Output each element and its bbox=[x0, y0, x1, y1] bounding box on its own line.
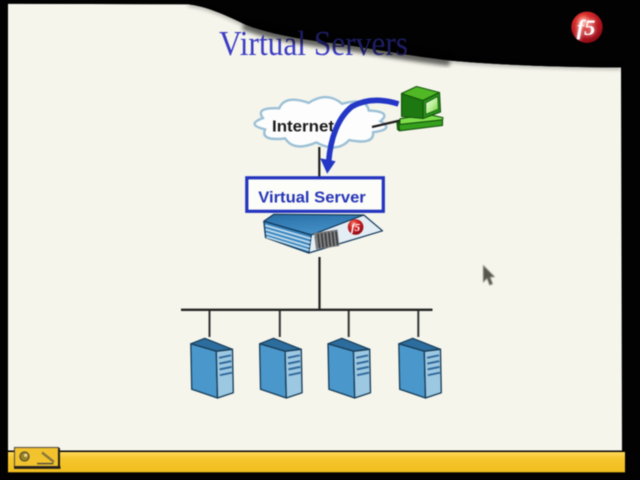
svg-text:Internet: Internet bbox=[272, 119, 334, 136]
svg-text:f5: f5 bbox=[577, 15, 596, 40]
svg-text:f5: f5 bbox=[351, 222, 361, 234]
svg-text:f5: f5 bbox=[577, 15, 596, 40]
svg-text:Virtual Server: Virtual Server bbox=[258, 189, 366, 206]
